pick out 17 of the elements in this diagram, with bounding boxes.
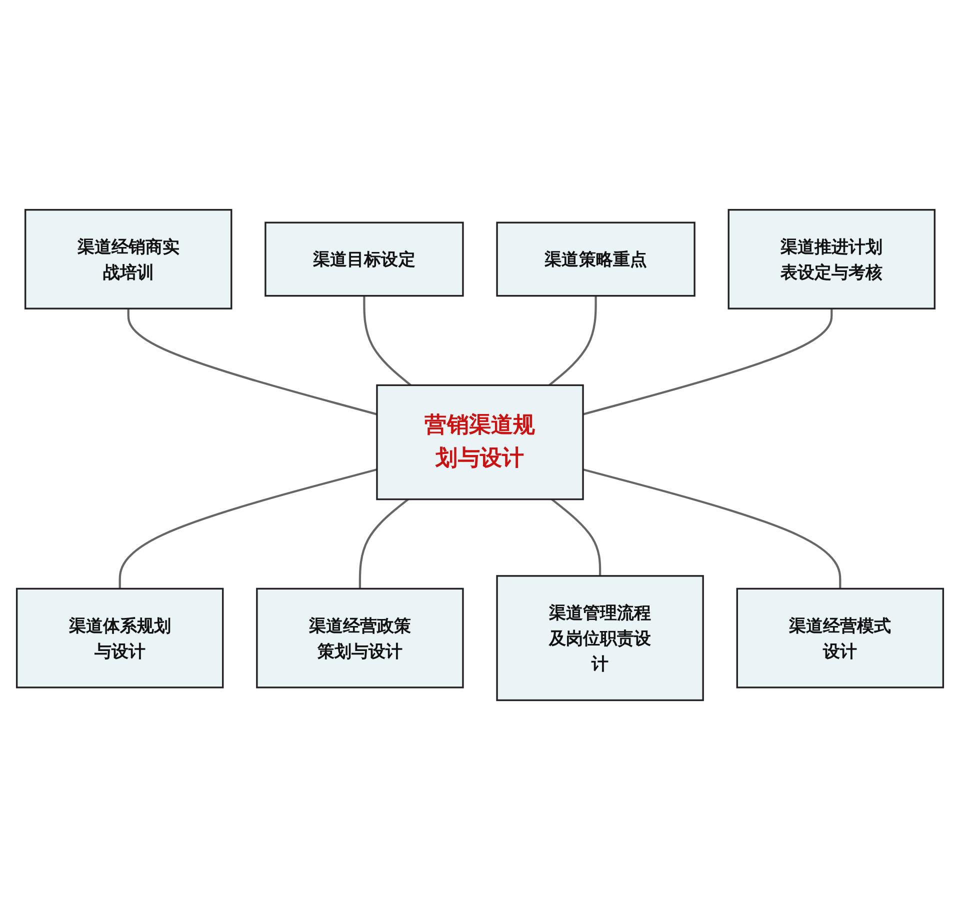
- connector: [358, 498, 409, 590]
- node-box: 渠道体系规划与设计: [16, 588, 224, 689]
- node-box: 营销渠道规划与设计: [376, 384, 584, 501]
- node-box: 渠道目标设定: [264, 222, 464, 298]
- connector: [582, 468, 842, 590]
- connector: [548, 296, 597, 386]
- connector: [118, 468, 378, 590]
- node-box: 渠道经销商实战培训: [24, 209, 232, 310]
- connector: [127, 309, 378, 416]
- node-box: 渠道推进计划表设定与考核: [728, 209, 936, 310]
- node-box: 渠道经营模式设计: [736, 588, 944, 689]
- connector: [582, 309, 833, 416]
- connector: [551, 498, 602, 576]
- node-box: 渠道策略重点: [496, 222, 696, 298]
- connector: [363, 296, 412, 386]
- node-box: 渠道经营政策策划与设计: [256, 588, 464, 689]
- node-box: 渠道管理流程及岗位职责设计: [496, 576, 704, 702]
